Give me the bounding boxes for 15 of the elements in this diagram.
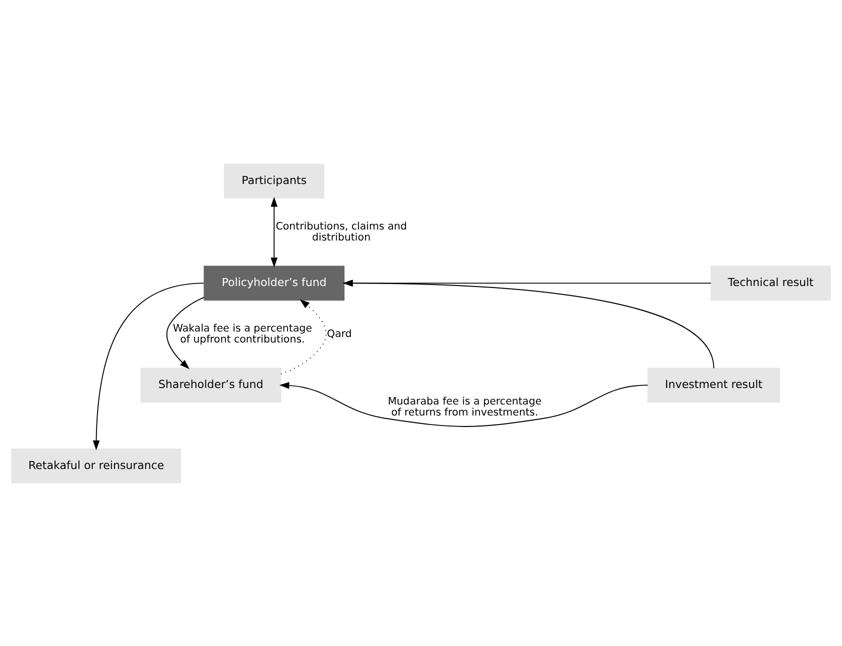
node-box: Participants	[224, 163, 324, 198]
arrow	[279, 382, 648, 426]
edge-label: Contributions, claims and distribution	[276, 220, 407, 243]
edge-label: Qard	[326, 327, 352, 340]
node-box: Shareholder’s fund	[140, 367, 282, 402]
node-box: Policyholder’s fund	[204, 265, 344, 300]
edge-label: Mudaraba fee is a percentage of returns from investments.	[388, 394, 542, 418]
arrow	[166, 296, 204, 369]
arrow	[280, 298, 326, 374]
edge-label: Wakala fee is a percentage of upfront contributions.	[172, 322, 312, 345]
node-box: Retakaful or reinsurance	[11, 448, 182, 483]
node-box: Technical result	[710, 265, 831, 300]
arrow	[270, 196, 278, 267]
node-box: Investment result	[647, 367, 780, 402]
arrow	[92, 282, 204, 450]
